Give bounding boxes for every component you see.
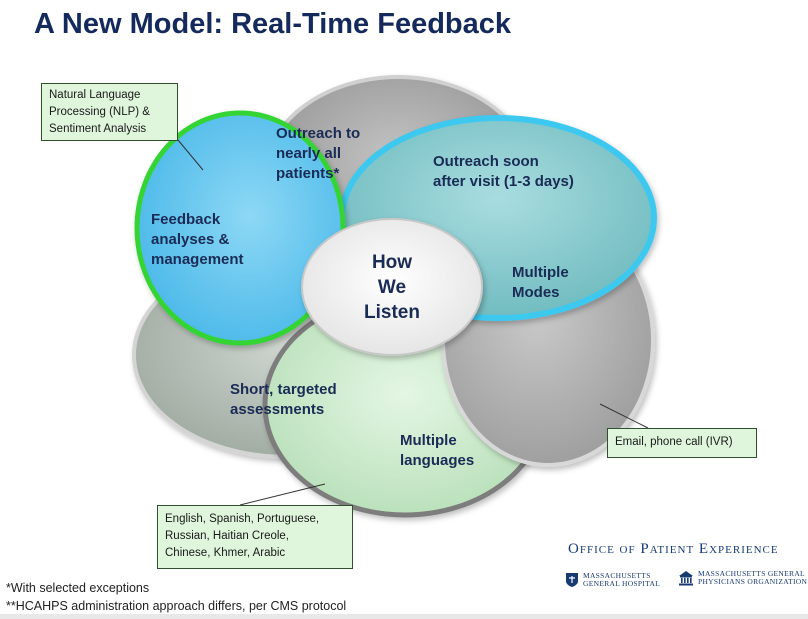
petal-label-outreach-soon: Outreach soon after visit (1-3 days) [433,153,574,190]
office-of-patient-experience-logo: Office of Patient Experience [568,541,779,557]
mgpo-logo-text: MASSACHUSETTS GENERAL PHYSICIANS ORGANIZ… [698,569,808,586]
languages-connector [239,483,326,506]
building-icon [679,571,693,586]
mgh-logo: MASSACHUSETTS GENERAL HOSPITAL [565,572,660,588]
petal-feedback-analyses [134,110,346,346]
callout-nlp: Natural Language Processing (NLP) & Sent… [41,83,178,141]
callout-modes: Email, phone call (IVR) [607,428,757,458]
nlp-connector [177,139,204,171]
petal-label-outreach-all: Outreach to nearly all patients* [276,125,361,182]
center-label: How We Listen [364,252,420,323]
modes-connector [599,403,649,429]
mgh-shield-icon [566,573,578,587]
petal-label-multiple-languages: Multiple languages [400,432,475,469]
callout-languages: English, Spanish, Portuguese, Russian, H… [157,505,353,569]
footnote-exceptions: *With selected exceptions [6,581,150,595]
center-circle [301,218,483,356]
petal-label-multiple-modes: Multiple Modes [512,264,569,301]
mgpo-logo: MASSACHUSETTS GENERAL PHYSICIANS ORGANIZ… [678,570,807,586]
mgh-logo-text: MASSACHUSETTS GENERAL HOSPITAL [583,571,661,588]
slide-title: A New Model: Real-Time Feedback [34,8,512,40]
petal-label-short-assessments: Short, targeted assessments [230,381,337,418]
petal-label-feedback-analyses: Feedback analyses & management [151,211,244,268]
bottom-divider [0,614,808,619]
footnote-hcahps: **HCAHPS administration approach differs… [6,599,347,613]
